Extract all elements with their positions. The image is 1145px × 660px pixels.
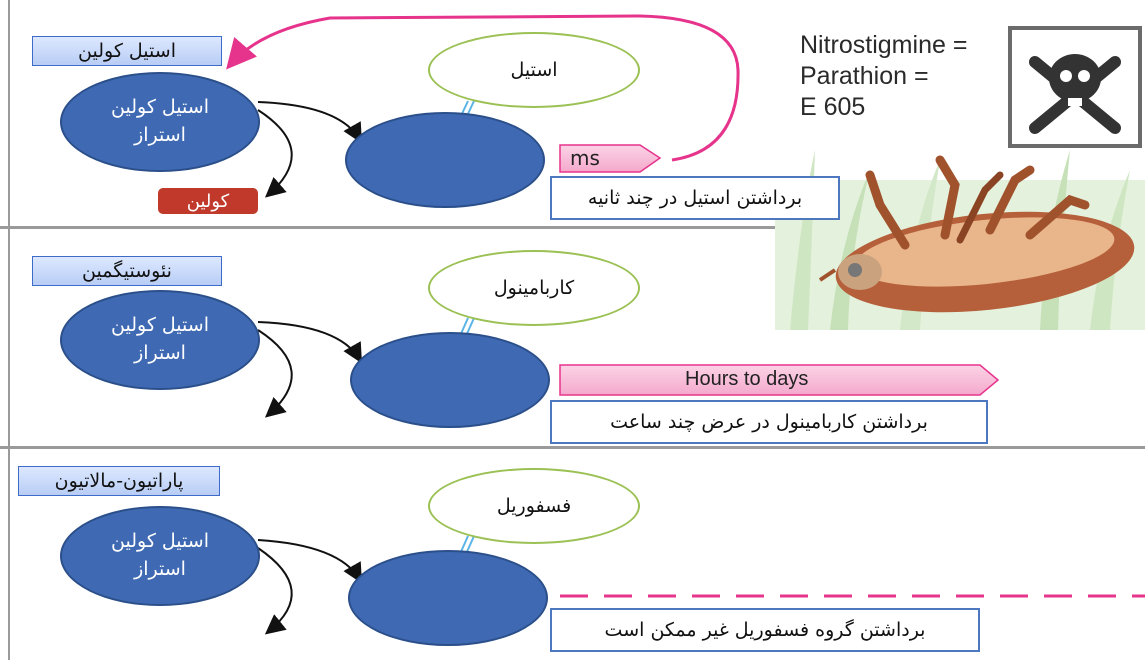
beetle-illustration [818,155,1135,313]
warning-line-3: E 605 [800,93,866,121]
panel-1-substrate: استیل [428,32,640,108]
panel-1-note: برداشتن استیل در چند ثانیه [550,176,840,220]
panel-2-enzyme-complex [350,332,550,428]
panel-2-arrow-label: Hours to days [685,368,809,390]
enzyme-line-2: استراز [134,124,186,146]
panel-2-note: برداشتن کاربامینول در عرض چند ساعت [550,400,988,444]
choline-badge: کولین [158,188,258,214]
panel-2-label: نئوستیگمین [32,256,222,286]
warning-line-2: Parathion = [800,62,929,90]
left-border [8,0,10,660]
panel-3-enzyme: استیل کولین استراز [60,506,260,606]
panel-1-arrow-label: ms [570,146,600,170]
panel-1-label: استیل کولین [32,36,222,66]
warning-line-1: Nitrostigmine = [800,31,968,59]
enzyme-line-2: استراز [134,342,186,364]
panel-divider-1 [0,226,1145,229]
warning-text: Nitrostigmine = Parathion = E 605 [800,30,967,123]
panel-3-label: پاراتیون-مالاتیون [18,466,220,496]
panel-1-enzyme-complex [345,112,545,208]
panel-3-note: برداشتن گروه فسفوریل غیر ممکن است [550,608,980,652]
enzyme-line-1: استیل کولین [111,314,209,337]
enzyme-line-2: استراز [134,558,186,580]
panel-2-enzyme: استیل کولین استراز [60,290,260,390]
panel-3-enzyme-complex [348,550,548,646]
skull-crossbones-icon [1008,26,1142,148]
panel-divider-2 [0,446,1145,449]
panel-1-enzyme: استیل کولین استراز [60,72,260,172]
panel-3-substrate: فسفوریل [428,468,640,544]
enzyme-line-1: استیل کولین [111,96,209,119]
panel-2-substrate: کاربامینول [428,250,640,326]
enzyme-line-1: استیل کولین [111,530,209,553]
